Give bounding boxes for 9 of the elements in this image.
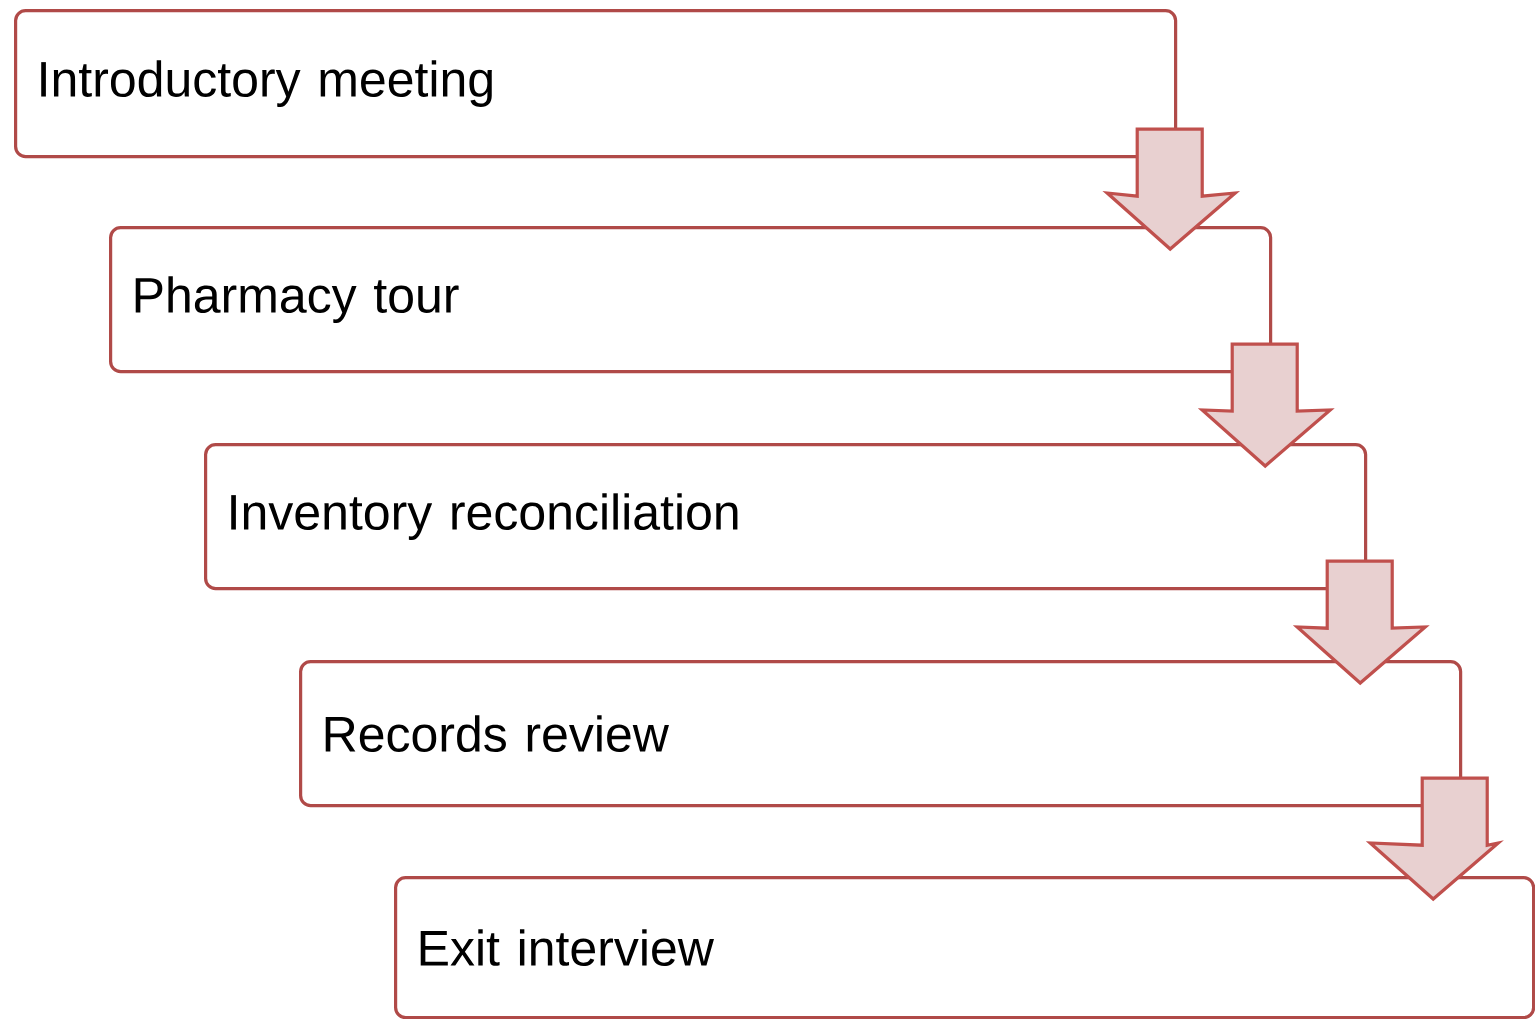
block-arrow (1292, 559, 1430, 686)
process-box: Pharmacy tour (109, 226, 1273, 374)
block-arrow (1197, 342, 1335, 469)
block-arrow (1365, 776, 1504, 902)
process-box: Records review (299, 660, 1463, 808)
process-box: Inventory reconciliation (204, 443, 1368, 591)
process-box: Exit interview (394, 876, 1535, 1019)
block-arrow (1102, 127, 1241, 252)
process-box: Introductory meeting (14, 9, 1178, 159)
